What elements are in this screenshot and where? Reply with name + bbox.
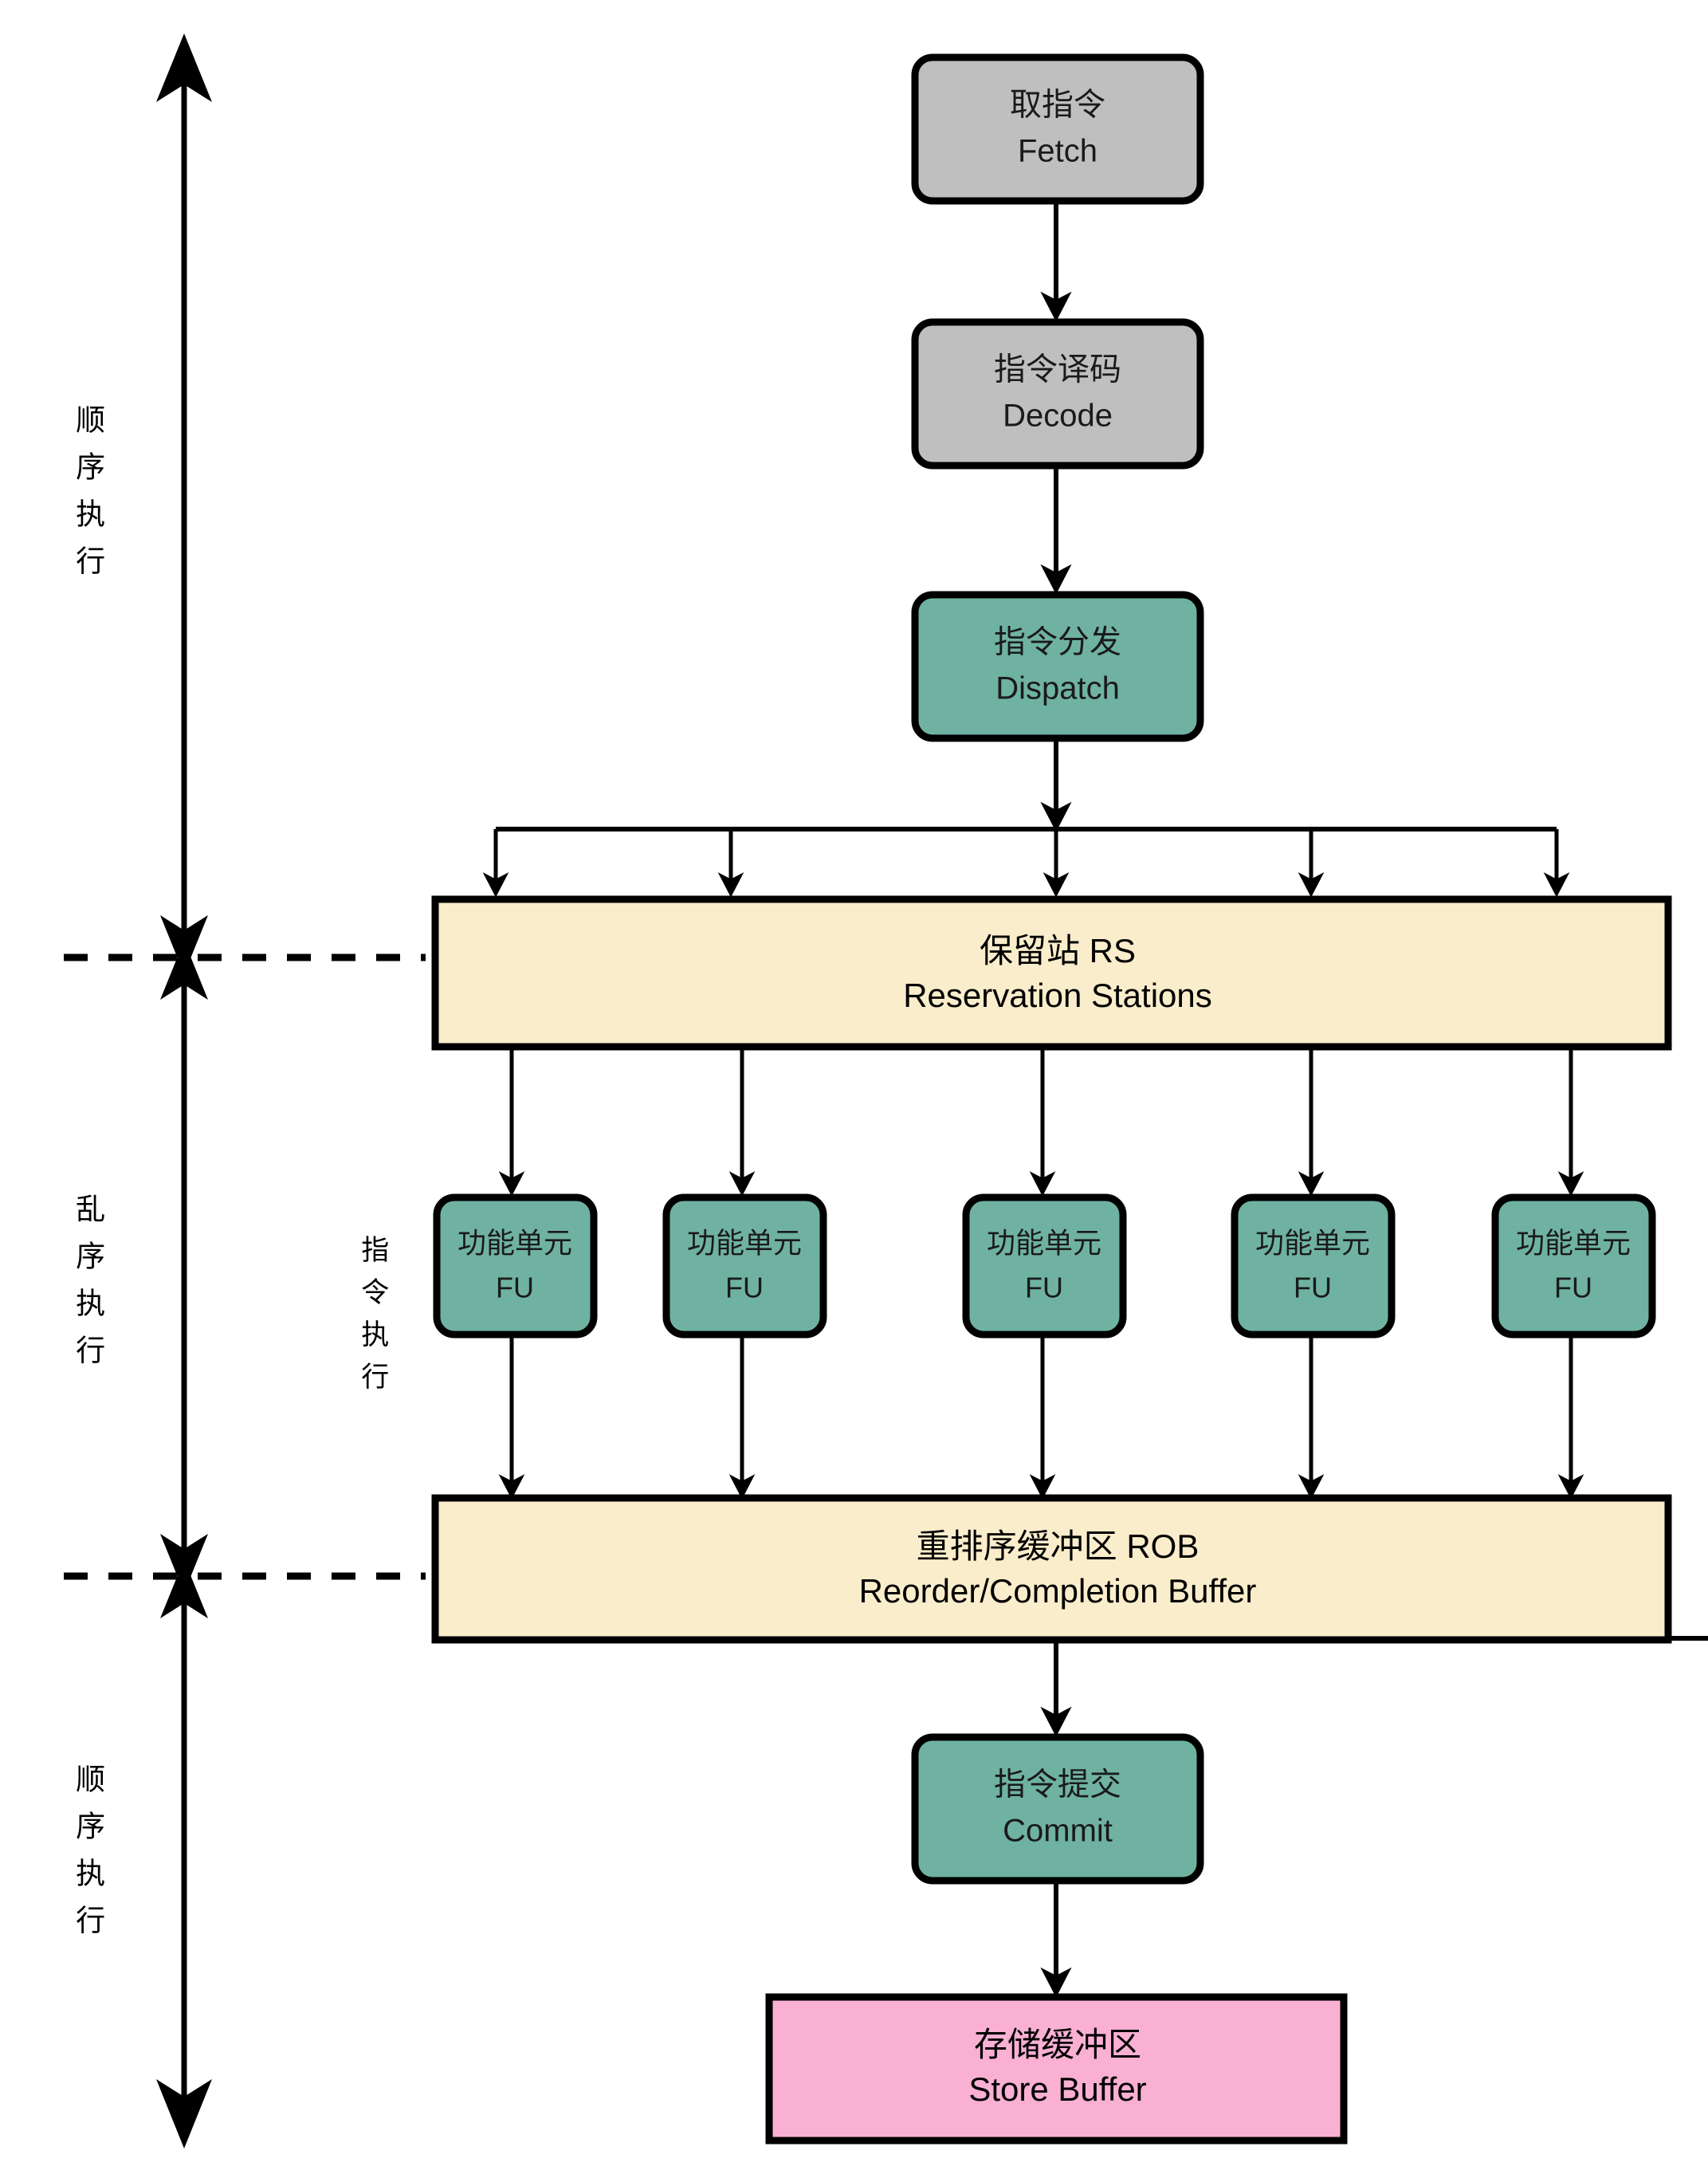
fu-4-label-cn: 功能单元 bbox=[1255, 1227, 1370, 1260]
node-commit-label-en: Commit bbox=[1003, 1814, 1113, 1849]
connectors bbox=[482, 203, 1708, 1998]
node-dispatch-shape bbox=[911, 591, 1204, 742]
fu-3-label-cn: 功能单元 bbox=[987, 1227, 1101, 1260]
axis-arrow-mid2-up bbox=[160, 1559, 208, 1618]
functional-unit-1[interactable]: 功能单元 FU bbox=[433, 1193, 598, 1339]
fu-1-label-cn: 功能单元 bbox=[457, 1227, 572, 1260]
node-store-buffer[interactable]: 存储缓冲区 Store Buffer bbox=[765, 1993, 1348, 2145]
node-decode-label-cn: 指令译码 bbox=[994, 352, 1121, 387]
fu-5-shape bbox=[1491, 1193, 1656, 1339]
node-fetch[interactable]: 取指令 Fetch bbox=[911, 53, 1204, 205]
band-rs-shape bbox=[431, 895, 1672, 1051]
node-dispatch-label-en: Dispatch bbox=[995, 671, 1120, 706]
axis-label-out-of-order: 乱序执行 bbox=[71, 1193, 104, 1382]
fu-2-shape bbox=[662, 1193, 827, 1339]
node-fetch-label-en: Fetch bbox=[1018, 134, 1097, 169]
functional-unit-4[interactable]: 功能单元 FU bbox=[1231, 1193, 1396, 1339]
node-store-buffer-label-en: Store Buffer bbox=[968, 2070, 1146, 2108]
node-decode[interactable]: 指令译码 Decode bbox=[911, 318, 1204, 470]
node-fetch-label-cn: 取指令 bbox=[1010, 88, 1105, 123]
fu-4-shape bbox=[1231, 1193, 1396, 1339]
functional-unit-2[interactable]: 功能单元 FU bbox=[662, 1193, 827, 1339]
node-dispatch[interactable]: 指令分发 Dispatch bbox=[911, 591, 1204, 742]
fu-2-label-en: FU bbox=[725, 1272, 764, 1304]
band-rob-label-cn: 重排序缓冲区 ROB bbox=[917, 1527, 1200, 1565]
fu-4-label-en: FU bbox=[1294, 1272, 1332, 1304]
fu-2-label-cn: 功能单元 bbox=[687, 1227, 802, 1260]
fu-1-label-en: FU bbox=[496, 1272, 534, 1304]
axis-label-inorder-bottom: 顺序执行 bbox=[71, 1763, 104, 1952]
label-instruction-execute: 指令执行 bbox=[357, 1235, 389, 1404]
band-rs-label-en: Reservation Stations bbox=[903, 977, 1212, 1014]
axis-arrow-mid1-up bbox=[160, 941, 208, 1000]
node-commit[interactable]: 指令提交 Commit bbox=[911, 1733, 1204, 1885]
band-rs-label-cn: 保留站 RS bbox=[980, 932, 1136, 969]
node-store-buffer-label-cn: 存储缓冲区 bbox=[974, 2026, 1141, 2063]
node-dispatch-label-cn: 指令分发 bbox=[994, 625, 1121, 660]
fu-1-shape bbox=[433, 1193, 598, 1339]
pipeline-axis bbox=[156, 33, 212, 2149]
fu-3-label-en: FU bbox=[1025, 1272, 1063, 1304]
functional-unit-3[interactable]: 功能单元 FU bbox=[962, 1193, 1127, 1339]
fu-3-shape bbox=[962, 1193, 1127, 1339]
fu-5-label-cn: 功能单元 bbox=[1516, 1227, 1631, 1260]
band-rob-label-en: Reorder/Completion Buffer bbox=[859, 1572, 1257, 1610]
band-rob-shape bbox=[431, 1494, 1672, 1644]
band-reorder-buffer[interactable]: 重排序缓冲区 ROB Reorder/Completion Buffer bbox=[431, 1494, 1672, 1644]
functional-unit-5[interactable]: 功能单元 FU bbox=[1491, 1193, 1656, 1339]
axis-arrow-up bbox=[156, 33, 212, 102]
node-decode-shape bbox=[911, 318, 1204, 470]
node-commit-label-cn: 指令提交 bbox=[994, 1767, 1121, 1803]
axis-label-inorder-top: 顺序执行 bbox=[71, 404, 104, 592]
band-reservation-stations[interactable]: 保留站 RS Reservation Stations bbox=[431, 895, 1672, 1051]
node-commit-shape bbox=[911, 1733, 1204, 1885]
axis-arrow-down bbox=[156, 2079, 212, 2149]
node-decode-label-en: Decode bbox=[1003, 399, 1113, 434]
fu-5-label-en: FU bbox=[1554, 1272, 1592, 1304]
node-store-buffer-shape bbox=[765, 1993, 1348, 2145]
node-fetch-shape bbox=[911, 53, 1204, 205]
